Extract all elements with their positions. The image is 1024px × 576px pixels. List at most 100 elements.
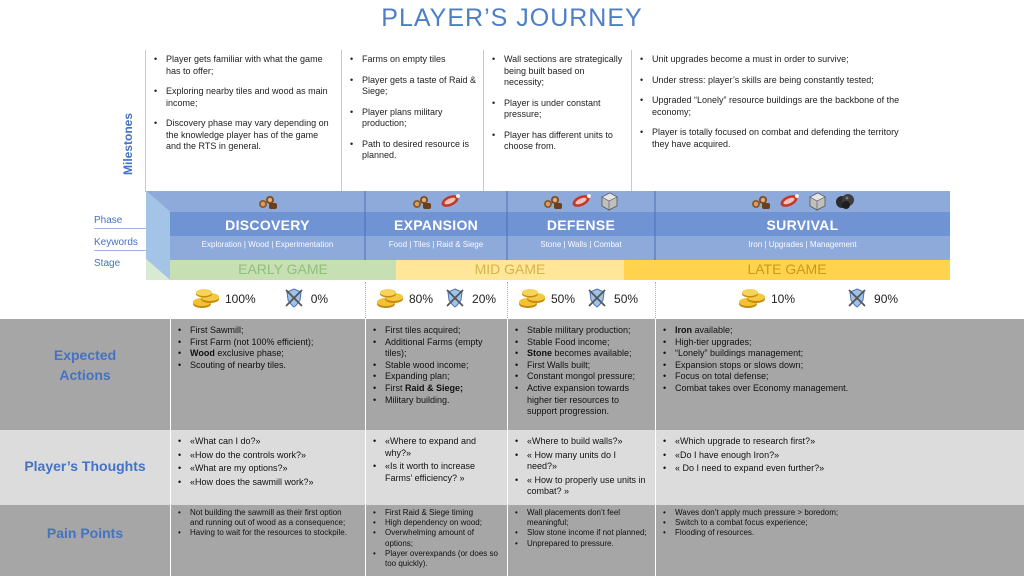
action-item: Stone becomes available;	[515, 348, 647, 360]
action-item: Active expansion towards higher tier res…	[515, 383, 647, 418]
milestone-item: Player gets a taste of Raid & Siege;	[350, 75, 477, 98]
stage-bar-early	[170, 260, 396, 280]
expected-actions-label-line: Expected	[53, 347, 117, 363]
pain-point-item: Switch to a combat focus experience;	[663, 518, 942, 528]
action-item: Stable military production;	[515, 325, 647, 337]
band-side-face	[146, 191, 170, 280]
phase-band	[146, 191, 950, 280]
section-divider	[507, 430, 508, 505]
resources-expansion	[365, 190, 507, 212]
wood-icon	[411, 191, 433, 211]
action-item: Military building.	[373, 395, 499, 407]
milestone-item: Upgraded “Lonely” resource buildings are…	[640, 95, 915, 118]
economy-percentage: 10%	[771, 292, 796, 306]
wood-icon	[542, 191, 564, 211]
ratio-discovery: 100%0%	[192, 286, 362, 312]
ratio-survival: 10% 90%	[738, 286, 938, 312]
pain-point-item: Unprepared to pressure.	[515, 539, 647, 549]
pain-points-discovery: Not building the sawmill as their first …	[170, 505, 365, 576]
ratio-expansion: 80% 20%	[376, 286, 506, 312]
stage-early-game: EARLY GAME	[238, 261, 328, 277]
gold-coins-icon	[192, 286, 220, 313]
action-item: Stable Food income;	[515, 337, 647, 349]
keywords-expansion: Food | Tiles | Raid & Siege	[388, 240, 484, 249]
milestone-item: Discovery phase may vary depending on th…	[154, 118, 335, 153]
wood-icon	[750, 191, 772, 211]
milestone-item: Path to desired resource is planned.	[350, 139, 477, 162]
pain-point-item: Wall placements don’t feel meaningful;	[515, 508, 647, 528]
action-item: First Farm (not 100% efficient);	[178, 337, 357, 349]
section-divider	[507, 319, 508, 430]
crossed-swords-shield-icon	[282, 286, 306, 313]
pain-points-defense: Wall placements don’t feel meaningful;Sl…	[507, 505, 655, 576]
keywords-discovery: Exploration | Wood | Experimentation	[201, 240, 334, 249]
stage-bar-mid	[396, 260, 624, 280]
pain-point-item: Not building the sawmill as their first …	[178, 508, 357, 528]
combat-percentage: 20%	[472, 292, 497, 306]
section-divider	[365, 505, 366, 576]
meat-icon	[570, 191, 592, 211]
column-divider	[365, 282, 366, 318]
action-item: First Sawmill;	[178, 325, 357, 337]
thought-item: «Where to build walls?»	[515, 436, 647, 448]
stage-late-game: LATE GAME	[747, 261, 827, 277]
thoughts-survival: «Which upgrade to research first?»«Do I …	[655, 430, 950, 505]
stage-row-label: Stage	[94, 258, 121, 269]
page-title: PLAYER’S JOURNEY	[381, 4, 643, 32]
pain-points-survival: Waves don’t apply much pressure > boredo…	[655, 505, 950, 576]
action-item: “Lonely” buildings management;	[663, 348, 942, 360]
crossed-swords-shield-icon	[845, 286, 869, 313]
phase-row-label: Phase	[94, 215, 123, 226]
gold-coins-icon	[376, 286, 404, 313]
milestone-item: Player gets familiar with what the game …	[154, 54, 335, 77]
column-divider	[507, 282, 508, 318]
thought-item: « How many units do I need?»	[515, 450, 647, 473]
players-thoughts-label: Player’s Thoughts	[24, 458, 146, 474]
economy-percentage: 100%	[225, 292, 256, 306]
action-highlight: Raid & Siege;	[405, 382, 464, 393]
stage-mid-game: MID GAME	[474, 261, 546, 277]
meat-icon	[778, 191, 800, 211]
section-divider	[170, 319, 171, 430]
thought-item: « Do I need to expand even further?»	[663, 463, 942, 475]
pain-points-label: Pain Points	[46, 525, 124, 541]
resources-discovery	[170, 190, 365, 212]
stage-side	[146, 259, 170, 280]
action-item: Focus on total defense;	[663, 371, 942, 383]
iron-icon	[834, 191, 856, 211]
action-highlight: Stone	[527, 348, 553, 359]
action-highlight: Wood	[190, 348, 215, 359]
thoughts-discovery: «What can I do?»«How do the controls wor…	[170, 430, 365, 505]
action-item: Scouting of nearby tiles.	[178, 360, 357, 372]
milestones-survival: Unit upgrades become a must in order to …	[631, 50, 921, 192]
section-divider	[655, 505, 656, 576]
thought-item: « How to properly use units in combat? »	[515, 475, 647, 498]
thought-item: «Where to expand and why?»	[373, 436, 499, 459]
economy-percentage: 80%	[409, 292, 434, 306]
combat-percentage: 90%	[874, 292, 899, 306]
section-divider	[365, 430, 366, 505]
milestones-expansion: Farms on empty tilesPlayer gets a taste …	[341, 50, 483, 192]
milestone-item: Wall sections are strategically being bu…	[492, 54, 625, 89]
thought-item: «What are my options?»	[178, 463, 357, 475]
stage-bar-late	[624, 260, 950, 280]
action-item: High-tier upgrades;	[663, 337, 942, 349]
stone-icon	[806, 191, 828, 211]
keywords-survival: Iron | Upgrades | Management	[748, 240, 857, 249]
actions-discovery: First Sawmill;First Farm (not 100% effic…	[170, 319, 365, 430]
phase-name-survival: SURVIVAL	[766, 217, 839, 233]
milestone-item: Under stress: player’s skills are being …	[640, 75, 915, 87]
meat-icon	[439, 191, 461, 211]
milestones-defense: Wall sections are strategically being bu…	[483, 50, 631, 192]
stone-icon	[598, 191, 620, 211]
phase-name-defense: DEFENSE	[546, 217, 616, 233]
milestone-item: Player plans military production;	[350, 107, 477, 130]
action-item: Constant mongol pressure;	[515, 371, 647, 383]
keywords-row-label: Keywords	[94, 237, 138, 248]
action-item: Expansion stops or slows down;	[663, 360, 942, 372]
action-item: Expanding plan;	[373, 371, 499, 383]
action-item: Wood exclusive phase;	[178, 348, 357, 360]
milestone-item: Player is under constant pressure;	[492, 98, 625, 121]
thought-item: «Is it worth to increase Farms’ efficien…	[373, 461, 499, 484]
action-item: Iron available;	[663, 325, 942, 337]
